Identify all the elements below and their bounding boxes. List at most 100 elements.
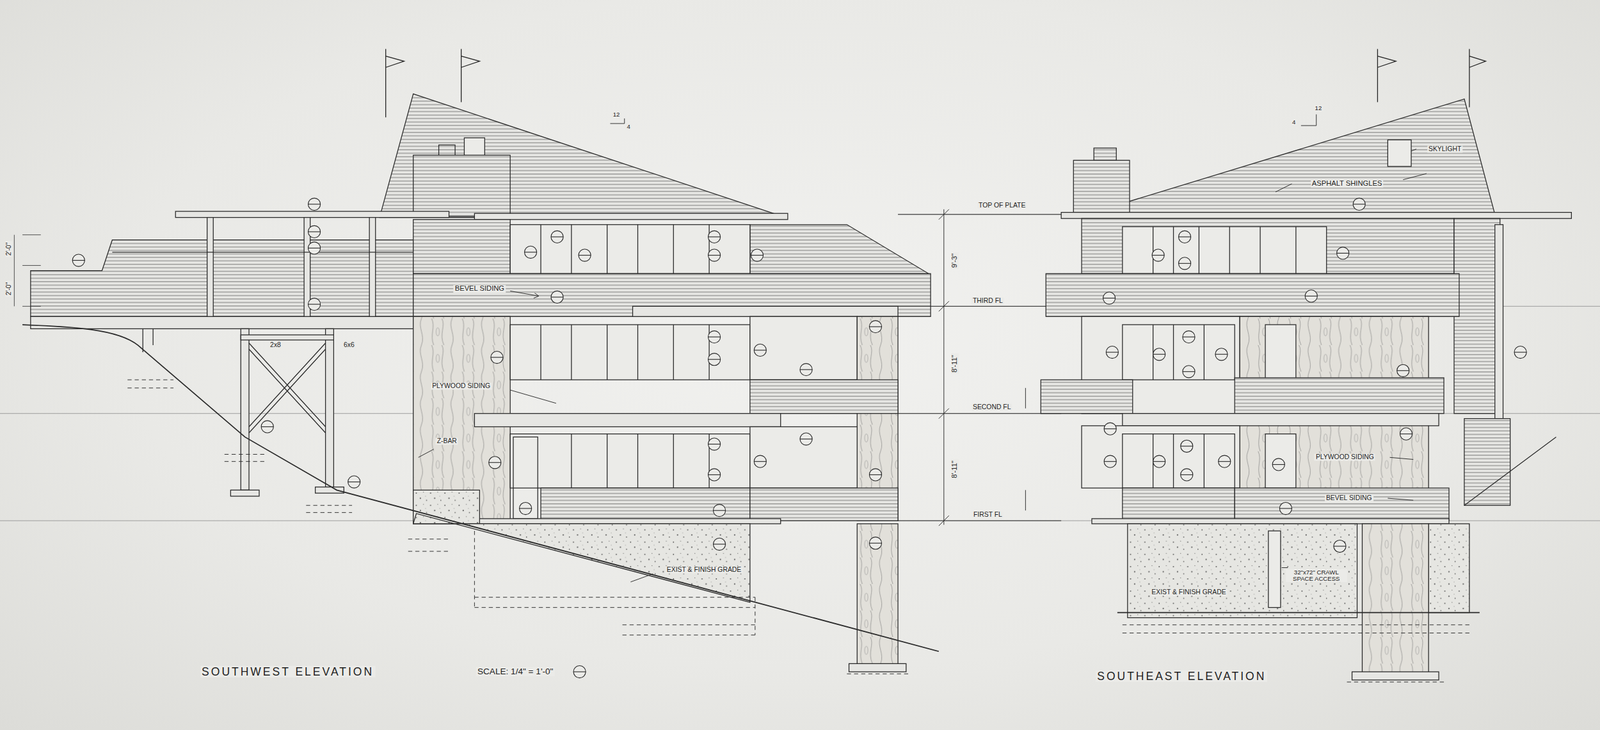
southwest-elevation xyxy=(750,379,898,414)
callout-bubbles xyxy=(524,245,537,258)
callout-bubbles xyxy=(1103,291,1116,304)
callout-bubbles xyxy=(72,254,85,267)
callout-bubbles xyxy=(1218,455,1231,468)
material-note: Z-BAR xyxy=(435,437,459,445)
southwest-elevation xyxy=(609,118,624,124)
dimension: 2'-0" xyxy=(5,280,13,297)
dimension: 9'-3" xyxy=(951,251,959,269)
southwest-elevation xyxy=(856,523,898,667)
southeast-elevation xyxy=(1081,218,1455,274)
dimension-lines xyxy=(1025,387,1026,511)
material-note: ASPHALT SHINGLES xyxy=(1310,179,1384,188)
callout-bubbles xyxy=(578,254,591,256)
callout-bubbles xyxy=(712,537,726,550)
callout-bubbles xyxy=(1180,445,1193,447)
dimension: 8'-11" xyxy=(951,459,959,480)
callout-bubbles xyxy=(1304,289,1318,303)
callout-bubbles xyxy=(750,254,763,256)
southwest-elevation xyxy=(750,426,857,488)
southeast-elevation xyxy=(1091,518,1449,524)
level-label: SECOND FL xyxy=(971,403,1012,411)
southwest-elevation xyxy=(513,436,538,519)
southwest-elevation xyxy=(230,489,260,496)
callout-bubbles xyxy=(1178,263,1192,264)
callout-bubbles xyxy=(1104,422,1117,435)
southwest-elevation xyxy=(540,487,751,521)
southeast-elevation xyxy=(1122,433,1235,489)
southeast-elevation xyxy=(1281,567,1289,568)
southwest-elevation xyxy=(439,144,456,155)
callout-bubbles xyxy=(72,197,1527,678)
southwest-elevation xyxy=(632,305,899,317)
callout-bubbles xyxy=(753,343,767,356)
callout-bubbles xyxy=(1182,371,1195,372)
callout-bubbles xyxy=(1279,501,1292,514)
callout-bubbles xyxy=(261,420,274,433)
callout-bubbles xyxy=(869,474,882,475)
callout-bubbles xyxy=(1333,539,1346,552)
callout-bubbles xyxy=(551,230,564,243)
callout-bubbles xyxy=(261,420,274,433)
callout-bubbles xyxy=(708,248,721,262)
southwest-elevation xyxy=(846,673,909,674)
callout-bubbles xyxy=(573,665,586,678)
southwest-elevation xyxy=(248,343,326,433)
callout-bubbles xyxy=(753,460,767,462)
southeast-elevation xyxy=(1045,273,1460,317)
dimension-lines xyxy=(938,209,950,526)
callout-bubbles xyxy=(1182,336,1195,338)
callout-bubbles xyxy=(708,359,721,360)
southeast-elevation xyxy=(1086,99,1496,215)
southeast-elevation xyxy=(1234,377,1444,414)
callout-bubbles xyxy=(753,455,767,468)
southeast-elevation xyxy=(1428,523,1470,613)
southeast-elevation xyxy=(1127,523,1358,618)
material-note: BEVEL SIDING xyxy=(1324,494,1374,502)
callout-bubbles xyxy=(708,437,721,450)
callout-bubbles xyxy=(1333,545,1346,546)
southwest-elevation xyxy=(750,316,857,380)
callout-bubbles xyxy=(308,304,321,305)
material-note: SKYLIGHT xyxy=(1427,145,1463,153)
callout-bubbles xyxy=(551,290,564,303)
callout-bubbles xyxy=(800,369,813,370)
callout-bubbles xyxy=(551,296,564,297)
callout-bubbles xyxy=(869,468,882,481)
grade-note: EXIST & FINISH GRADE xyxy=(1150,588,1227,596)
callout-bubbles xyxy=(1104,422,1117,435)
slope-mark: 12 xyxy=(1313,104,1324,112)
southeast-elevation xyxy=(1040,379,1133,414)
callout-bubbles xyxy=(753,349,767,351)
callout-bubbles xyxy=(800,432,813,445)
callout-bubbles xyxy=(708,353,721,366)
callout-bubbles xyxy=(308,197,321,210)
southwest-elevation xyxy=(630,573,653,582)
section-flags xyxy=(1469,49,1487,108)
callout-bubbles xyxy=(1215,348,1228,361)
section-flags xyxy=(1377,49,1396,103)
southeast-elevation xyxy=(1122,413,1439,426)
view-title: SOUTHEAST ELEVATION xyxy=(1095,669,1268,681)
callout-bubbles xyxy=(1336,252,1350,254)
callout-bubbles xyxy=(519,507,532,509)
callout-bubbles xyxy=(488,456,502,469)
callout-bubbles xyxy=(1218,455,1231,468)
callout-bubbles xyxy=(308,225,321,238)
callout-bubbles xyxy=(708,330,721,344)
callout-bubbles xyxy=(1180,468,1193,481)
material-note: BEVEL SIDING xyxy=(453,284,506,293)
member-size: 2x8 xyxy=(268,341,283,349)
scale-note: SCALE: 1/4" = 1'-0" xyxy=(476,666,555,676)
callout-bubbles xyxy=(1215,348,1228,361)
dimension-lines xyxy=(943,209,944,525)
callout-bubbles xyxy=(708,254,721,256)
member-size: 6x6 xyxy=(342,341,356,349)
callout-bubbles xyxy=(1400,433,1413,434)
callout-bubbles xyxy=(1104,455,1117,468)
callout-bubbles xyxy=(708,468,721,481)
callout-bubbles xyxy=(1352,197,1366,210)
southeast-elevation xyxy=(1387,456,1414,500)
southeast-elevation xyxy=(1234,487,1449,521)
